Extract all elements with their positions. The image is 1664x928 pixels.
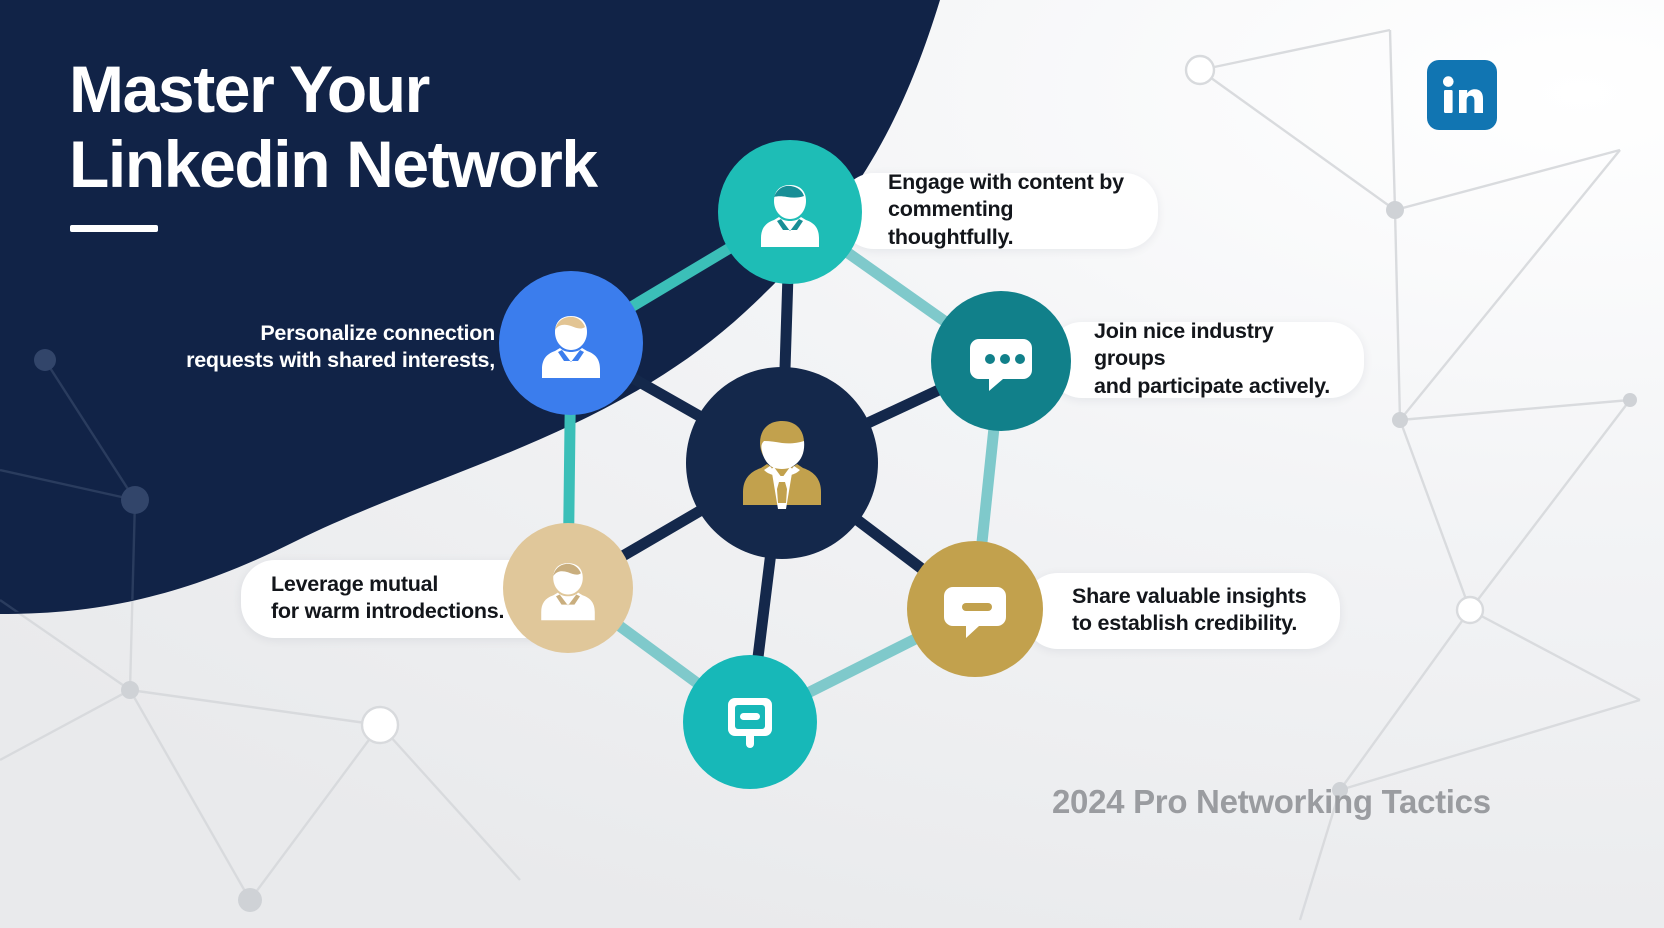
chat-bubble-dots-icon: [970, 339, 1032, 391]
callout-insights-text: Share valuable insights to establish cre…: [1072, 583, 1307, 635]
callout-mutual-text: Leverage mutual for warm introdections.: [271, 571, 505, 623]
title-underline: [70, 225, 158, 232]
node-engage[interactable]: [718, 140, 862, 284]
person-avatar-icon: [541, 563, 595, 621]
node-industry-groups[interactable]: [931, 291, 1071, 431]
callout-groups-text: Join nice industry groups and participat…: [1094, 319, 1330, 398]
callout-engage-text: Engage with content by commenting though…: [888, 170, 1124, 249]
monitor-icon: [728, 698, 772, 748]
person-suit-icon: [743, 421, 821, 509]
node-personalize-requests[interactable]: [499, 271, 643, 415]
node-mutual-connections[interactable]: [503, 523, 633, 653]
linkedin-logo[interactable]: [1427, 60, 1497, 130]
page-title: Master Your Linkedin Network: [69, 52, 598, 202]
callout-personalize: Personalize connection requests with sha…: [186, 321, 495, 373]
callout-engage: Engage with content by commenting though…: [840, 170, 1158, 249]
linkedin-in-glyph: [1443, 76, 1483, 113]
footer-tagline: 2024 Pro Networking Tactics: [1052, 783, 1491, 820]
node-share-insights[interactable]: [907, 541, 1043, 677]
node-profile-screen[interactable]: [683, 655, 817, 789]
person-avatar-icon: [542, 316, 600, 378]
center-person-node[interactable]: [686, 367, 878, 559]
callout-groups: Join nice industry groups and participat…: [1048, 319, 1364, 398]
callout-insights: Share valuable insights to establish cre…: [1024, 573, 1340, 649]
chat-bubble-line-icon: [944, 587, 1006, 638]
person-avatar-icon: [761, 185, 819, 247]
